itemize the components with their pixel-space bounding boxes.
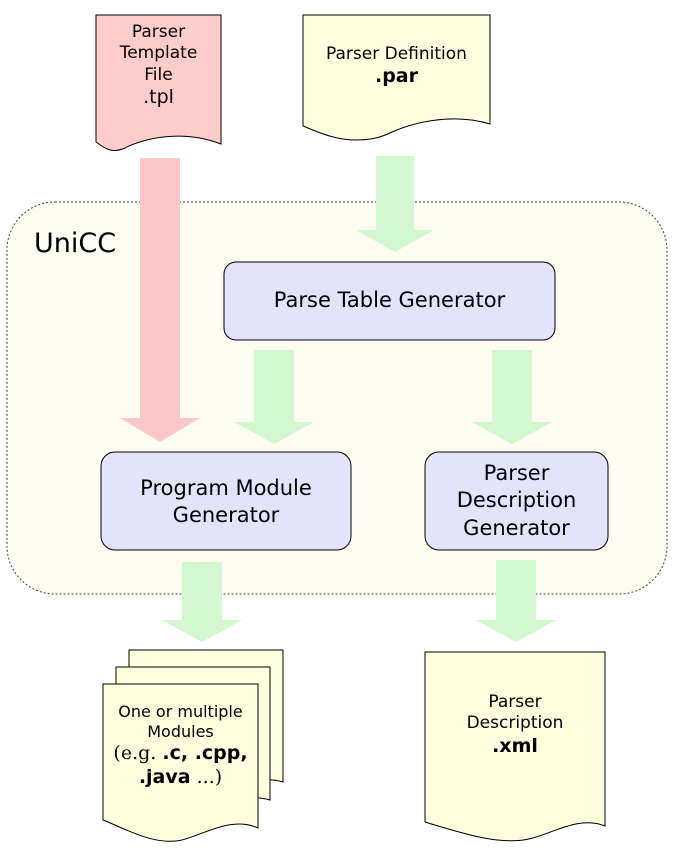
description-to-xml-arrow [476, 560, 556, 642]
definition-line1: Parser Definition [326, 44, 467, 64]
definition-doc [302, 14, 491, 141]
xml-line2: Description [466, 713, 564, 734]
template-file-label: Parser Template File .tpl [96, 22, 221, 110]
modules-sep2: , [240, 742, 248, 764]
modules-examples-line2: .java ...) [103, 766, 258, 790]
xml-label: Parser Description .xml [425, 692, 605, 758]
modules-line1: One or multiple [118, 702, 243, 721]
parser-description-generator-box [424, 451, 609, 551]
modules-ext-c: .c [162, 742, 181, 764]
parse-table-to-description-arrow [472, 350, 552, 444]
modules-suffix: ...) [190, 765, 223, 788]
unicc-title: UniCC [34, 228, 117, 259]
parser-description-line3: Generator [463, 515, 570, 540]
xml-line1: Parser [488, 692, 542, 712]
parse-table-generator-label: Parse Table Generator [273, 288, 506, 312]
xml-ext: .xml [492, 734, 538, 757]
modules-doc-front [102, 683, 259, 842]
parse-table-generator-box [223, 261, 556, 341]
template-file-doc [95, 14, 222, 151]
definition-label: Parser Definition .par [303, 44, 490, 89]
parser-description-line2: Description [456, 488, 577, 513]
program-module-line2: Generator [172, 503, 280, 528]
program-module-generator-box [100, 451, 352, 551]
modules-sep1: , [180, 742, 195, 764]
parser-description-line1: Parser [483, 461, 550, 485]
program-module-generator-label: Program Module Generator [101, 475, 351, 530]
template-to-program-arrow [120, 158, 200, 442]
xml-doc [424, 651, 606, 842]
modules-label: One or multiple Modules (e.g. .c, .cpp, … [103, 702, 258, 790]
definition-ext: .par [374, 65, 418, 88]
template-file-line1: Parser [131, 22, 186, 42]
parse-table-to-program-arrow [234, 350, 314, 444]
definition-to-parse-table-arrow [356, 156, 434, 252]
modules-ext-cpp: .cpp [194, 742, 241, 764]
modules-ext-java: .java [138, 765, 191, 788]
parser-description-generator-label: Parser Description Generator [425, 460, 608, 542]
template-file-line3: File [144, 64, 173, 85]
program-to-modules-arrow [162, 562, 242, 642]
template-file-ext: .tpl [143, 85, 174, 108]
modules-examples-line: (e.g. .c, .cpp, [103, 742, 258, 766]
modules-eg-prefix: (e.g. [113, 742, 163, 764]
template-file-line2: Template [119, 43, 198, 64]
program-module-line1: Program Module [140, 476, 312, 500]
modules-line2: Modules [147, 722, 214, 741]
